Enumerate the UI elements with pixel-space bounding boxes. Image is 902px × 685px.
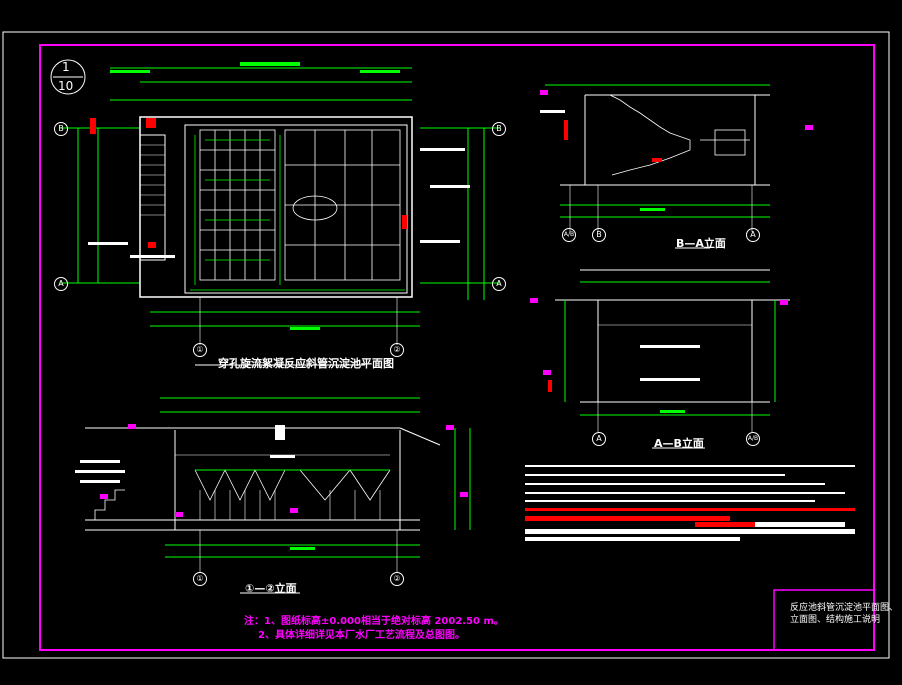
plan-axis-bottom-right: ②: [390, 343, 404, 357]
elevBA-axis-mid: B: [592, 228, 606, 242]
plan-axis-right-bottom: A: [492, 277, 506, 291]
title-block-box: [773, 589, 875, 651]
elevBA-axis-right: A: [746, 228, 760, 242]
elevBA-axis-left: A/B: [562, 228, 576, 242]
construction-notes: [525, 465, 855, 541]
plan-title: 穿孔旋流絮凝反应斜管沉淀池平面图: [218, 357, 394, 370]
plan-axis-left-top: B: [54, 122, 68, 136]
elevation-B-A: [540, 84, 813, 249]
note-line-2: 2、具体详细详见本厂水厂工艺流程及总图图。: [258, 630, 465, 641]
title-block-line-2: 立面图、结构施工说明: [790, 615, 881, 625]
sheet-index-bottom: 10: [58, 79, 74, 93]
title-block-line-1: 反应池斜管沉淀池平面图、: [790, 603, 899, 613]
elevAB-axis-right: A/B: [746, 432, 760, 446]
elevBA-title: B—A立面: [676, 237, 726, 250]
plan-axis-left-bottom: A: [54, 277, 68, 291]
elev12-axis-left: ①: [193, 572, 207, 586]
outer-frame: [2, 31, 890, 659]
inner-frame: [39, 44, 875, 651]
plan-view: [60, 62, 500, 366]
note-line-1: 注：1、图纸标高±0.000相当于绝对标高 2002.50 m。: [244, 616, 504, 627]
elev12-axis-right: ②: [390, 572, 404, 586]
sheet-index-circle: [50, 59, 86, 95]
elev12-title: ①—②立面: [245, 582, 297, 595]
elevAB-axis-left: A: [592, 432, 606, 446]
sheet-index-top: 1: [62, 60, 70, 74]
plan-axis-bottom-left: ①: [193, 343, 207, 357]
elevAB-title: A—B立面: [654, 437, 704, 450]
plan-axis-right-top: B: [492, 122, 506, 136]
elevation-A-B: [530, 269, 790, 449]
elevation-1-2: [75, 397, 471, 594]
